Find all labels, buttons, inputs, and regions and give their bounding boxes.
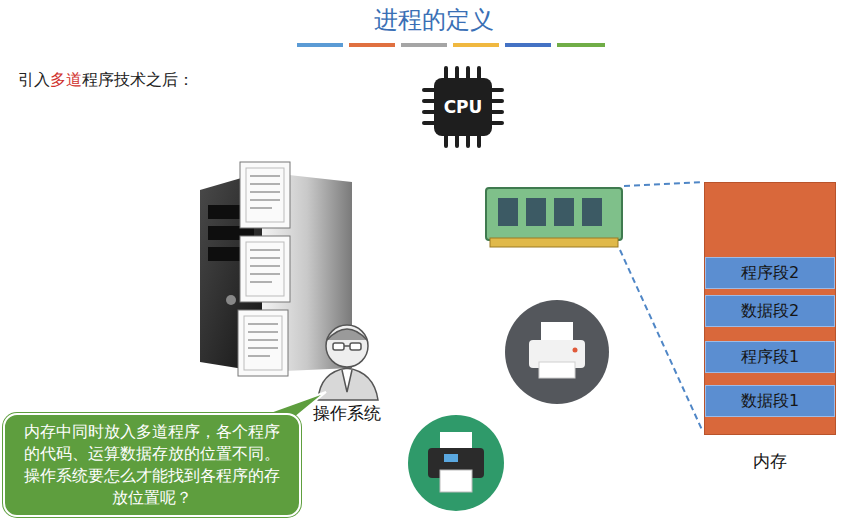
bubble-text: 内存中同时放入多道程序，各个程序的代码、运算数据存放的位置不同。操作系统要怎么才… [17,421,287,509]
figure-label: 操作系统 [313,402,381,425]
segment-text: 程序段2 [712,262,828,284]
segment-text: 数据段1 [712,390,828,412]
title-bars [297,43,605,47]
chip-label: CPU [444,97,483,117]
zoom-lines [620,182,703,432]
document-icons [238,162,290,376]
memory-segment: 程序段2 [705,257,835,289]
ram-stick [486,188,622,247]
intro-text: 引入 [18,70,50,91]
intro-text: 多道 [50,70,82,91]
memory-segment: 程序段1 [705,341,835,373]
cpu-icon [422,66,504,148]
intro-text: 程序技术之后： [82,70,194,91]
memory-box: 内存程序段2数据段2程序段1数据段1 [704,182,836,435]
speech-bubble: 内存中同时放入多道程序，各个程序的代码、运算数据存放的位置不同。操作系统要怎么才… [3,413,301,517]
memory-heading: 内存 [705,450,835,473]
intro-line: 引入多道程序技术之后： [18,70,194,91]
printer-icon [505,300,609,404]
memory-segment: 数据段1 [705,385,835,417]
person-figure [318,325,378,400]
slide-title: 进程的定义 [0,4,868,36]
segment-text: 数据段2 [712,300,828,322]
memory-segment: 数据段2 [705,295,835,327]
printer-icon [408,415,504,511]
segment-text: 程序段1 [712,346,828,368]
